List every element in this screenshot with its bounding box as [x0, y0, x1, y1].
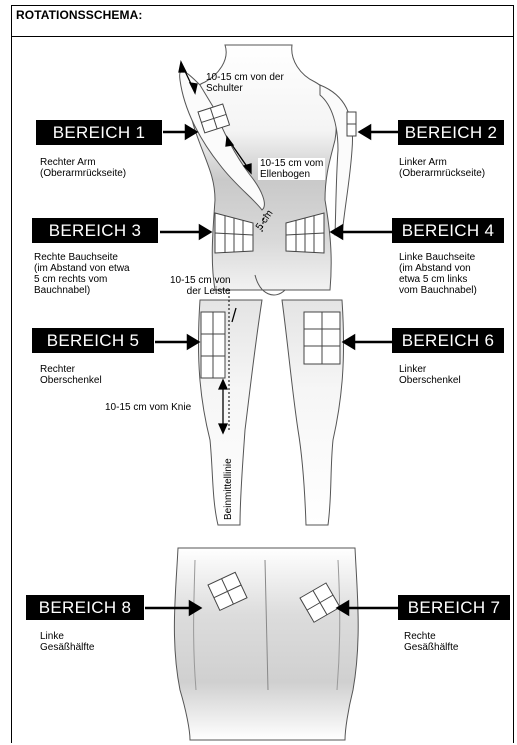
lower-body-figure	[174, 548, 358, 740]
badge-bereich-8: BEREICH 8	[26, 595, 144, 620]
region-3-description: Rechte Bauchseite(im Abstand von etwa 5 …	[34, 252, 130, 296]
region-4-description: Linke Bauchseite(im Abstand von etwa 5 c…	[399, 252, 477, 296]
region-1-description: Rechter Arm(Oberarmrückseite)	[40, 157, 126, 179]
badge-bereich-2: BEREICH 2	[398, 120, 504, 145]
badge-bereich-5: BEREICH 5	[32, 328, 154, 353]
badge-bereich-1: BEREICH 1	[36, 120, 162, 145]
badge-bereich-6: BEREICH 6	[392, 328, 504, 353]
knee-distance-note: 10-15 cm vom Knie	[105, 402, 191, 413]
badge-bereich-7: BEREICH 7	[398, 595, 510, 620]
leg-midline-label: Beinmittellinie	[223, 458, 234, 520]
badge-bereich-4: BEREICH 4	[392, 218, 504, 243]
badge-bereich-3: BEREICH 3	[32, 218, 158, 243]
region-2-description: Linker Arm(Oberarmrückseite)	[399, 157, 485, 179]
